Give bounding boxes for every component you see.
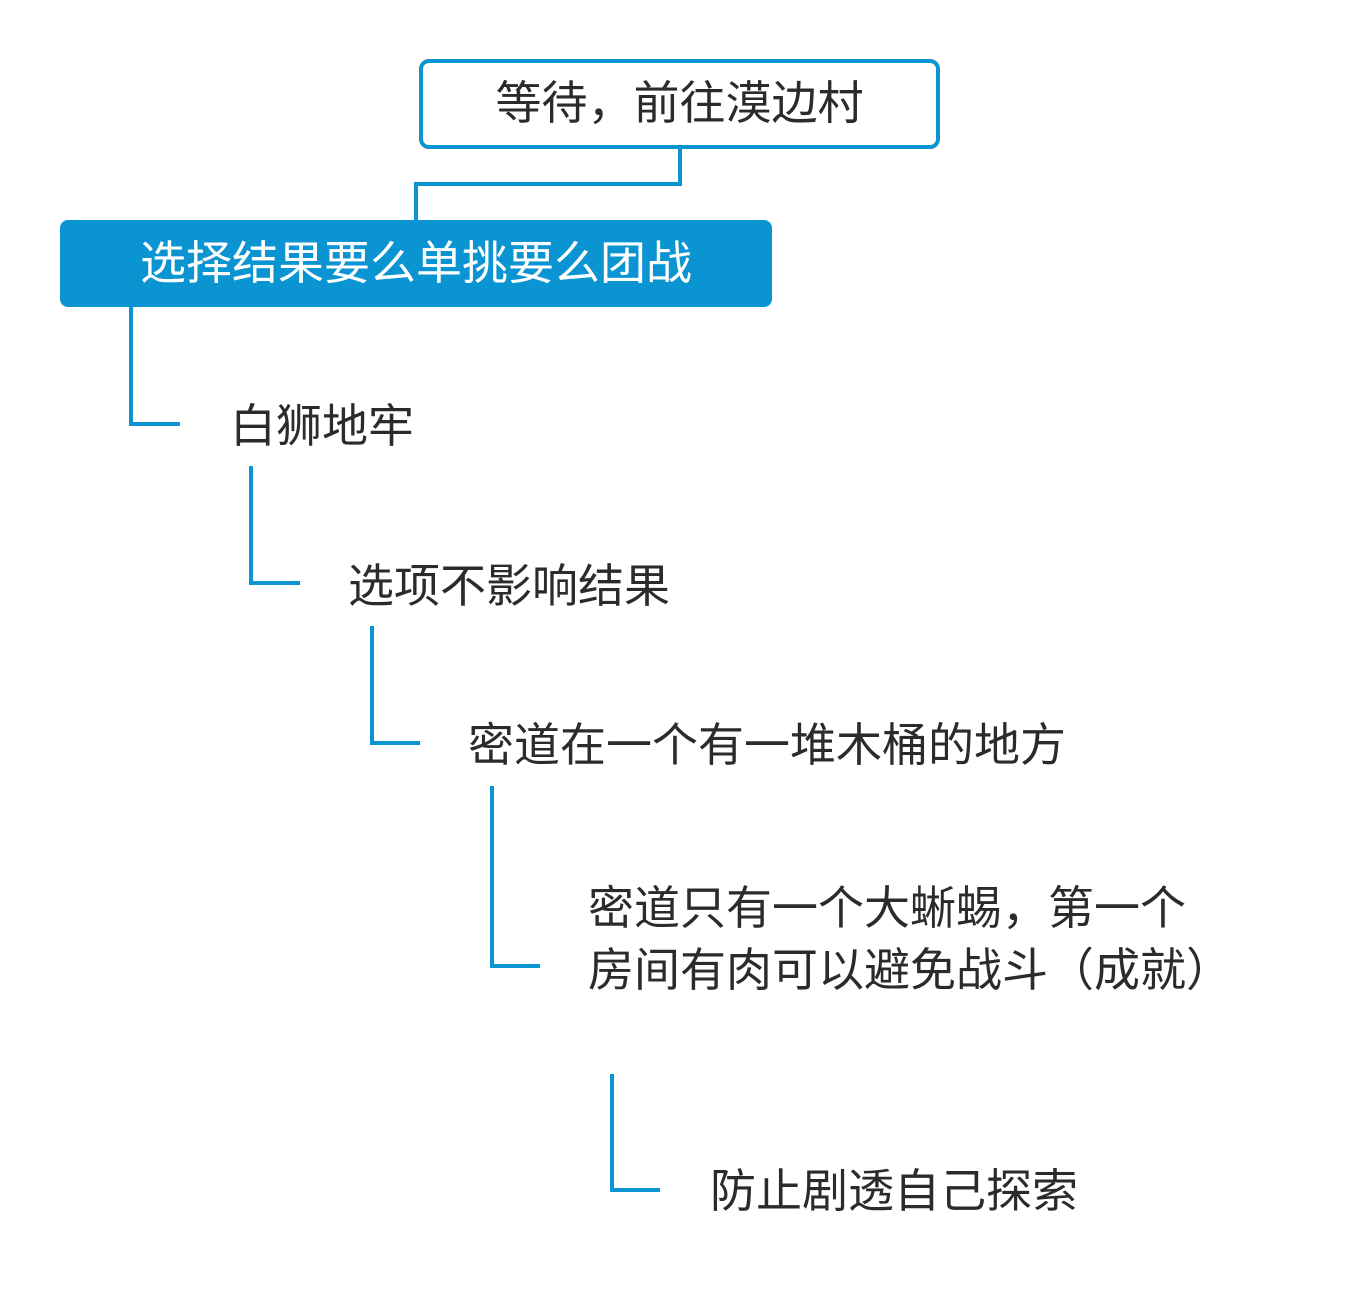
root-node-label: 等待，前往漠边村 [495,76,864,131]
dungeon-node[interactable]: 白狮地牢 [230,398,414,456]
passage-node-label: 密道在一个有一堆木桶的地方 [468,718,1066,772]
connector-lizard-to-spoiler [610,1074,660,1192]
choice-node[interactable]: 选择结果要么单挑要么团战 [60,220,772,307]
spoiler-node[interactable]: 防止剧透自己探索 [710,1163,1078,1221]
choice-node-label: 选择结果要么单挑要么团战 [140,235,692,290]
root-node[interactable]: 等待，前往漠边村 [419,59,940,149]
connector-dungeon-to-option [249,466,300,585]
spoiler-node-label: 防止剧透自己探索 [710,1164,1078,1218]
connector-choice-to-dungeon [129,307,180,426]
connector-option-to-passage [370,626,420,745]
passage-node[interactable]: 密道在一个有一堆木桶的地方 [468,717,1066,775]
option-node-label: 选项不影响结果 [348,559,670,613]
connector-passage-to-lizard [490,786,540,968]
connector-root-to-choice [414,149,682,220]
lizard-node-label: 密道只有一个大蜥蜴，第一个房间有肉可以避免战斗（成就） [588,881,1232,997]
option-node[interactable]: 选项不影响结果 [348,558,670,616]
dungeon-node-label: 白狮地牢 [230,399,414,453]
lizard-node[interactable]: 密道只有一个大蜥蜴，第一个房间有肉可以避免战斗（成就） [588,877,1232,1001]
